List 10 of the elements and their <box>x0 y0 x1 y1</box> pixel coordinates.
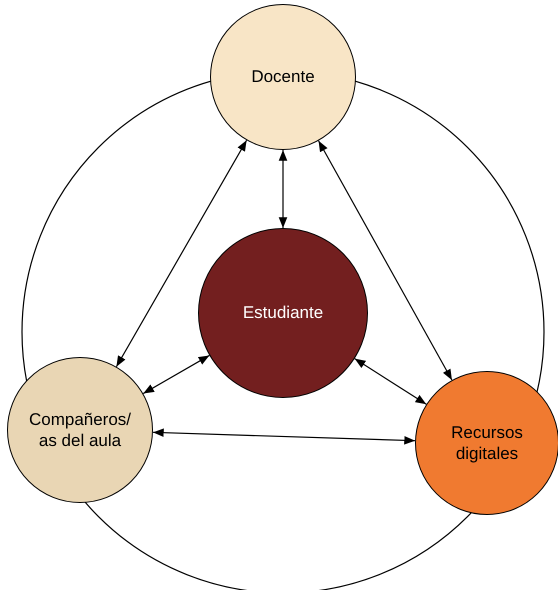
double-arrow <box>318 140 452 380</box>
node-label: Docente <box>251 66 315 88</box>
double-arrow <box>278 150 288 228</box>
double-arrow <box>142 354 210 394</box>
double-arrow <box>354 358 427 405</box>
node-label: Compañeros/ as del aula <box>28 408 132 452</box>
double-arrow <box>116 140 248 368</box>
node-label: Estudiante <box>242 302 324 324</box>
node-label: Recursos digitales <box>450 422 524 464</box>
double-arrow <box>152 428 416 445</box>
